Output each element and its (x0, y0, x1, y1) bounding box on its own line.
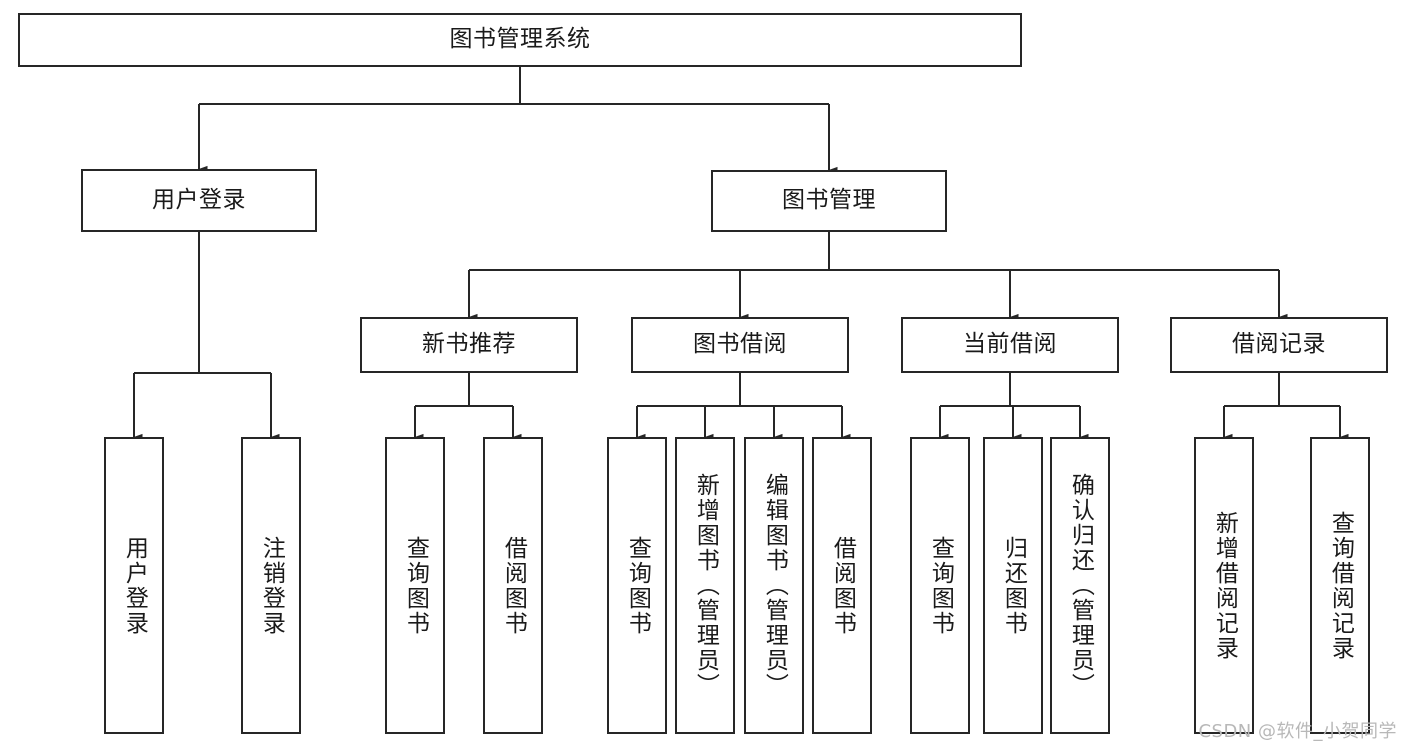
node-label: 新增图书（管理员） (692, 473, 719, 698)
node-label: 图书借阅 (693, 331, 787, 358)
node-leaf-edit-book[interactable]: 编辑图书（管理员） (744, 437, 804, 734)
node-root[interactable]: 图书管理系统 (18, 13, 1022, 67)
node-label: 借阅图书 (829, 535, 856, 636)
node-label: 编辑图书（管理员） (761, 473, 788, 698)
node-leaf-logout[interactable]: 注销登录 (241, 437, 301, 734)
node-label: 查询图书 (927, 535, 954, 636)
node-new-book-rec[interactable]: 新书推荐 (360, 317, 578, 373)
node-leaf-query-3[interactable]: 查询图书 (910, 437, 970, 734)
node-label: 新书推荐 (422, 331, 516, 358)
node-user-login[interactable]: 用户登录 (81, 169, 317, 232)
node-leaf-add-book[interactable]: 新增图书（管理员） (675, 437, 735, 734)
node-label: 查询图书 (402, 535, 429, 636)
node-label: 新增借阅记录 (1211, 510, 1238, 661)
node-leaf-add-rec[interactable]: 新增借阅记录 (1194, 437, 1254, 734)
node-book-borrow[interactable]: 图书借阅 (631, 317, 849, 373)
node-label: 注销登录 (258, 535, 285, 636)
node-label: 用户登录 (152, 186, 246, 213)
node-label: 当前借阅 (963, 331, 1057, 358)
node-leaf-query-2[interactable]: 查询图书 (607, 437, 667, 734)
node-leaf-query-1[interactable]: 查询图书 (385, 437, 445, 734)
node-leaf-borrow-1[interactable]: 借阅图书 (483, 437, 543, 734)
node-leaf-user-login[interactable]: 用户登录 (104, 437, 164, 734)
node-leaf-confirm[interactable]: 确认归还（管理员） (1050, 437, 1110, 734)
node-label: 确认归还（管理员） (1067, 473, 1094, 698)
node-leaf-borrow-2[interactable]: 借阅图书 (812, 437, 872, 734)
node-label: 借阅记录 (1232, 331, 1326, 358)
node-label: 用户登录 (121, 535, 148, 636)
node-borrow-record[interactable]: 借阅记录 (1170, 317, 1388, 373)
node-current-borrow[interactable]: 当前借阅 (901, 317, 1119, 373)
node-label: 归还图书 (1000, 535, 1027, 636)
node-label: 查询图书 (624, 535, 651, 636)
node-book-manage[interactable]: 图书管理 (711, 170, 947, 232)
node-label: 查询借阅记录 (1327, 510, 1354, 661)
node-leaf-query-rec[interactable]: 查询借阅记录 (1310, 437, 1370, 734)
node-label: 图书管理系统 (449, 26, 591, 53)
node-leaf-return[interactable]: 归还图书 (983, 437, 1043, 734)
node-label: 图书管理 (782, 187, 876, 214)
node-label: 借阅图书 (500, 535, 527, 636)
